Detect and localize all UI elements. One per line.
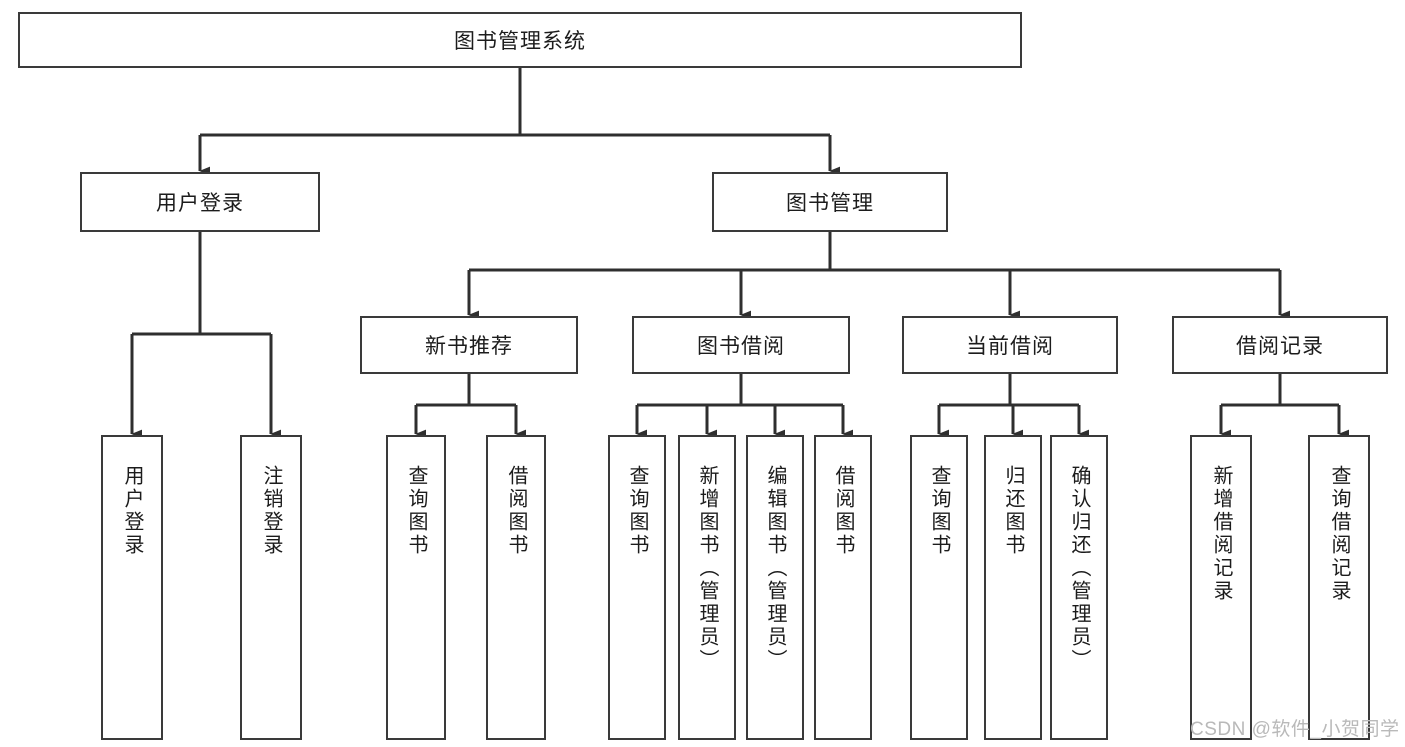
node-leaf-rec-borrow[interactable]: 借阅图书: [486, 435, 546, 740]
node-label: 归还图书: [1002, 465, 1024, 557]
node-leaf-borrow-query[interactable]: 查询图书: [608, 435, 666, 740]
node-root-title[interactable]: 图书管理系统: [18, 12, 1022, 68]
node-leaf-user-login[interactable]: 用户登录: [101, 435, 163, 740]
node-label: 用户登录: [121, 465, 143, 557]
node-label: 新增图书（管理员）: [696, 465, 718, 672]
node-current-borrow[interactable]: 当前借阅: [902, 316, 1118, 374]
node-label: 查询图书: [405, 465, 427, 557]
node-label: 当前借阅: [966, 335, 1054, 358]
node-leaf-cur-confirm[interactable]: 确认归还（管理员）: [1050, 435, 1108, 740]
node-label: 图书管理: [786, 192, 874, 215]
node-leaf-borrow-edit[interactable]: 编辑图书（管理员）: [746, 435, 804, 740]
node-label: 注销登录: [260, 465, 282, 557]
node-label: 新增借阅记录: [1210, 465, 1232, 603]
node-label: 借阅图书: [505, 465, 527, 557]
node-label: 图书管理系统: [454, 30, 586, 53]
node-leaf-borrow-lend[interactable]: 借阅图书: [814, 435, 872, 740]
node-label: 编辑图书（管理员）: [764, 465, 786, 672]
node-leaf-rec-search[interactable]: 查询借阅记录: [1308, 435, 1370, 740]
node-leaf-borrow-add[interactable]: 新增图书（管理员）: [678, 435, 736, 740]
node-label: 确认归还（管理员）: [1068, 465, 1090, 672]
node-book-manage[interactable]: 图书管理: [712, 172, 948, 232]
node-label: 新书推荐: [425, 335, 513, 358]
node-label: 查询图书: [626, 465, 648, 557]
node-label: 查询图书: [928, 465, 950, 557]
node-leaf-user-logout[interactable]: 注销登录: [240, 435, 302, 740]
node-label: 查询借阅记录: [1328, 465, 1350, 603]
node-user-login[interactable]: 用户登录: [80, 172, 320, 232]
node-borrow-record[interactable]: 借阅记录: [1172, 316, 1388, 374]
node-label: 借阅图书: [832, 465, 854, 557]
node-label: 借阅记录: [1236, 335, 1324, 358]
watermark-text: CSDN @软件_小贺同学: [1190, 719, 1400, 740]
node-leaf-rec-query[interactable]: 查询图书: [386, 435, 446, 740]
node-label: 用户登录: [156, 192, 244, 215]
node-leaf-rec-add[interactable]: 新增借阅记录: [1190, 435, 1252, 740]
node-book-borrow[interactable]: 图书借阅: [632, 316, 850, 374]
node-leaf-cur-return[interactable]: 归还图书: [984, 435, 1042, 740]
node-leaf-cur-query[interactable]: 查询图书: [910, 435, 968, 740]
node-new-book-rec[interactable]: 新书推荐: [360, 316, 578, 374]
node-label: 图书借阅: [697, 335, 785, 358]
